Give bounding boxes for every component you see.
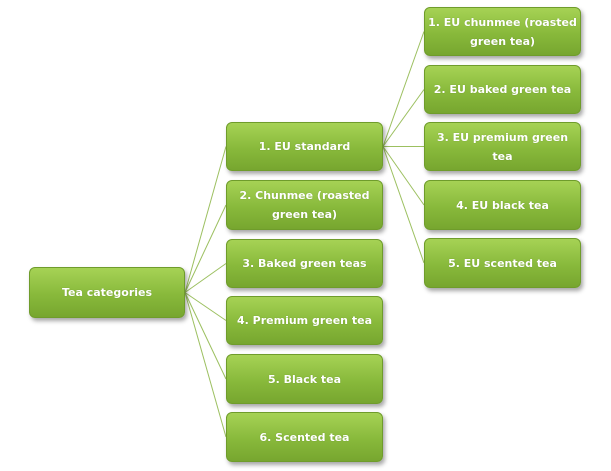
eu-node-scented-tea: 5. EU scented tea	[424, 238, 581, 288]
connector-root-to-n-l3	[184, 263, 227, 293]
connector-eu-standard-to-n-r5	[382, 146, 425, 264]
category-node-scented-tea: 6. Scented tea	[226, 412, 383, 462]
category-label: 5. Black tea	[267, 372, 342, 386]
category-node-premium-green-tea: 4. Premium green tea	[226, 296, 383, 345]
connector-eu-standard-to-n-r1	[382, 31, 425, 147]
eu-label: 5. EU scented tea	[448, 256, 557, 270]
eu-label: 2. EU baked green tea	[433, 83, 572, 96]
connector-root-to-n-l2	[184, 204, 227, 293]
eu-node-chunmee: 1. EU chunmee (roasted green tea)	[424, 7, 581, 56]
category-label: 2. Chunmee (roasted green tea)	[239, 189, 370, 221]
connector-root-to-n-l6	[184, 292, 227, 438]
connector-root-to-n-l1	[184, 146, 227, 293]
eu-label: 1. EU chunmee (roasted green tea)	[428, 15, 577, 48]
root-label: Tea categories	[61, 286, 153, 299]
category-label: 1. EU standard	[258, 140, 351, 153]
category-node-eu-standard: 1. EU standard	[226, 122, 383, 171]
eu-node-black-tea: 4. EU black tea	[424, 180, 581, 230]
eu-label: 3. EU premium green tea	[436, 130, 569, 163]
connector-eu-standard-to-n-r4	[382, 146, 425, 206]
connector-eu-standard-to-n-r2	[382, 89, 425, 147]
connector-root-to-n-l4	[184, 292, 227, 321]
eu-label: 4. EU black tea	[456, 198, 549, 212]
eu-node-premium-green-tea: 3. EU premium green tea	[424, 122, 581, 171]
category-node-baked-green-teas: 3. Baked green teas	[226, 239, 383, 288]
category-node-chunmee: 2. Chunmee (roasted green tea)	[226, 180, 383, 230]
category-label: 6. Scented tea	[259, 430, 350, 444]
connector-root-to-n-l5	[184, 292, 227, 380]
category-node-black-tea: 5. Black tea	[226, 354, 383, 404]
root-node-tea-categories: Tea categories	[29, 267, 185, 318]
category-label: 3. Baked green teas	[242, 257, 367, 270]
category-label: 4. Premium green tea	[237, 314, 372, 327]
eu-node-baked-green-tea: 2. EU baked green tea	[424, 65, 581, 114]
